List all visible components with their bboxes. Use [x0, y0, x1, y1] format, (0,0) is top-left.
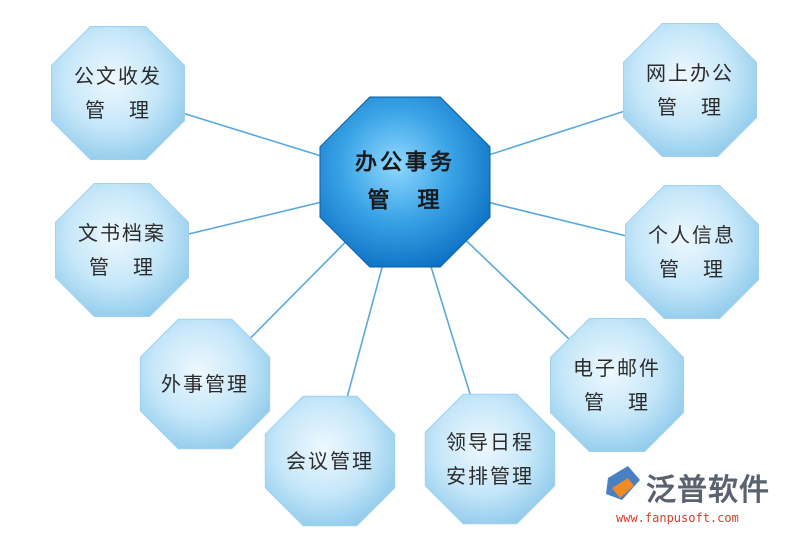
logo-name: 泛普软件 [646, 473, 770, 508]
fanpu-logo-icon [606, 466, 640, 500]
octagon-foreign-affairs [139, 318, 271, 450]
octagon-meeting [264, 395, 396, 527]
center-octagon [319, 96, 491, 268]
logo-url: www.fanpusoft.com [616, 511, 739, 525]
leader-schedule-label-line-1: 领导日程 [446, 430, 534, 454]
octagon-online-office [623, 23, 757, 157]
octagon-leader-schedule [424, 393, 556, 525]
personal-info-label-line-2: 管 理 [659, 257, 725, 281]
doc-receive-send-label-line-2: 管 理 [85, 98, 151, 122]
octagon-doc-receive-send [51, 26, 185, 160]
center-label-line-1: 办公事务 [355, 150, 455, 176]
archives-label-line-2: 管 理 [89, 255, 155, 279]
online-office-label-line-1: 网上办公 [646, 61, 734, 85]
octagon-email [550, 318, 684, 452]
email-label-line-2: 管 理 [584, 390, 650, 414]
center-label-line-2: 管 理 [367, 188, 442, 214]
node-meeting: 会议管理 [264, 395, 396, 527]
octagon-personal-info [625, 185, 759, 319]
doc-receive-send-label-line-1: 公文收发 [74, 64, 162, 88]
personal-info-label-line-1: 个人信息 [648, 223, 736, 247]
online-office-label-line-2: 管 理 [657, 95, 723, 119]
archives-label-line-1: 文书档案 [78, 221, 166, 245]
meeting-label-line-1: 会议管理 [286, 449, 374, 473]
leader-schedule-label-line-2: 安排管理 [446, 464, 534, 488]
brand-logo: 泛普软件 www.fanpusoft.com [606, 466, 770, 525]
foreign-affairs-label-line-1: 外事管理 [161, 372, 249, 396]
logo-mark-orange-shape [612, 478, 634, 498]
node-foreign-affairs: 外事管理 [139, 318, 271, 450]
email-label-line-1: 电子邮件 [573, 356, 661, 380]
octagon-archives [55, 183, 189, 317]
